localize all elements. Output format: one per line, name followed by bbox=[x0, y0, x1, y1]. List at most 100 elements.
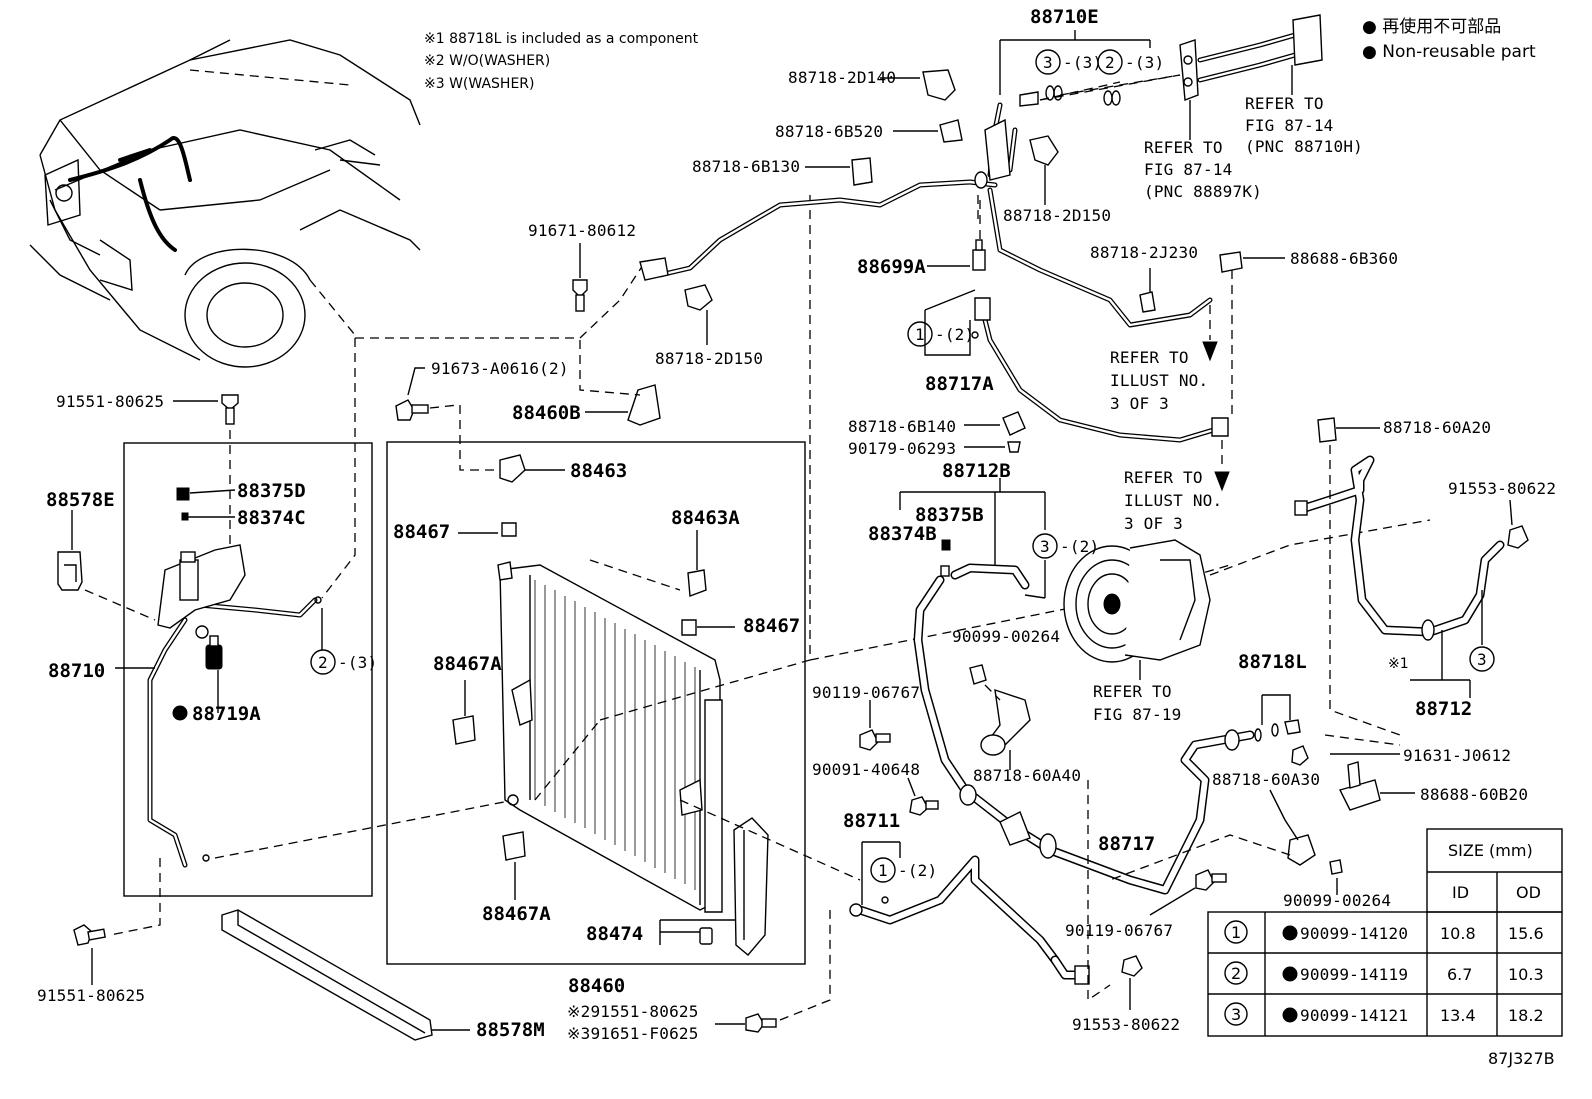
refer-3-line2: ILLUST NO. bbox=[1110, 371, 1208, 390]
callout-88717A bbox=[924, 289, 979, 356]
oring-callouts: 3 -(3) 2 -(3) 1 -(2) 2 -(3) 3 -(2) 1 -(2… bbox=[310, 49, 1495, 883]
label-91551-80625-note2: ※291551-80625 bbox=[567, 1002, 699, 1021]
label-90179-06293: 90179-06293 bbox=[848, 439, 956, 458]
refer-3-line3: 3 OF 3 bbox=[1110, 394, 1169, 413]
orings-88718L bbox=[1254, 694, 1301, 742]
label-91631-J0612: 91631-J0612 bbox=[1403, 746, 1511, 765]
bolt-91673 bbox=[395, 367, 459, 421]
clamp-88688-6B360 bbox=[1219, 251, 1285, 420]
legend-en: ● Non-reusable part bbox=[1362, 42, 1536, 62]
receiver-88474 bbox=[659, 817, 769, 956]
label-88718-60A30: 88718-60A30 bbox=[1212, 770, 1320, 789]
callout-num-3-top: 3 bbox=[1043, 53, 1053, 72]
legend: ● 再使用不可部品 ● Non-reusable part bbox=[1362, 16, 1536, 62]
bolt-91631 bbox=[1291, 745, 1400, 766]
size-row-1-num: 1 bbox=[1231, 923, 1241, 942]
refer-1-line2: FIG 87-14 bbox=[1245, 116, 1334, 135]
label-88717: 88717 bbox=[1098, 833, 1155, 855]
callout-num-1-88717A: 1 bbox=[915, 325, 925, 344]
refer-4-line2: ILLUST NO. bbox=[1124, 491, 1222, 510]
callout-qty-1-88717A: -(2) bbox=[935, 325, 974, 344]
label-91651-F0625-note3: ※391651-F0625 bbox=[567, 1024, 699, 1043]
label-88374B: 88374B bbox=[868, 523, 937, 545]
clamp-88718-60A20 bbox=[1317, 417, 1401, 736]
refer-4-line1: REFER TO bbox=[1124, 468, 1203, 487]
note-2: ※2 W/O(WASHER) bbox=[424, 53, 550, 69]
callout-qty-3-top: -(3) bbox=[1063, 53, 1102, 72]
label-88711: 88711 bbox=[843, 810, 900, 832]
label-88460B: 88460B bbox=[512, 402, 581, 424]
bolt-90119-right bbox=[1149, 869, 1227, 916]
label-91551-80625-bottom: 91551-80625 bbox=[37, 986, 145, 1005]
refer-3-line1: REFER TO bbox=[1110, 348, 1189, 367]
size-row-2-od: 10.3 bbox=[1508, 965, 1544, 984]
label-88718-2D140: 88718-2D140 bbox=[788, 68, 896, 87]
clamp-88718-2D140 bbox=[880, 69, 956, 101]
label-88467A-bottom: 88467A bbox=[482, 903, 551, 925]
receiver-box bbox=[123, 442, 373, 897]
bolt-91553-right bbox=[1507, 499, 1529, 549]
brackets-88463 bbox=[459, 405, 707, 597]
callout-num-2-top: 2 bbox=[1105, 53, 1115, 72]
bolt-91553-bottom bbox=[1121, 955, 1143, 1010]
label-88688-60B20: 88688-60B20 bbox=[1420, 785, 1528, 804]
orings-top bbox=[999, 30, 1151, 106]
label-88718-2D150-top: 88718-2D150 bbox=[1003, 206, 1111, 225]
bracket-88460B bbox=[579, 340, 661, 426]
callout-88712 bbox=[1410, 600, 1483, 698]
bracket-88718-60A30 bbox=[1109, 789, 1343, 895]
label-88467-right: 88467 bbox=[743, 615, 800, 637]
label-88712B: 88712B bbox=[942, 460, 1011, 482]
note-1: ※1 88718L is included as a component bbox=[424, 31, 699, 47]
size-row-3-od: 18.2 bbox=[1508, 1006, 1544, 1025]
refer-2-line1: REFER TO bbox=[1144, 138, 1223, 157]
clamp-88718-6B130 bbox=[805, 157, 873, 186]
suction-hose-88717 bbox=[913, 575, 1255, 895]
clamp-88718-6B140 bbox=[964, 411, 1026, 453]
pipe-88710H bbox=[1179, 14, 1323, 140]
callout-qty-1-88711: -(2) bbox=[898, 861, 937, 880]
size-table-col-id: ID bbox=[1452, 883, 1469, 902]
refer-labels: REFER TO FIG 87-14 (PNC 88710H) REFER TO… bbox=[1093, 94, 1363, 724]
size-row-2-num: 2 bbox=[1231, 964, 1241, 983]
refer-1-line1: REFER TO bbox=[1245, 94, 1324, 113]
label-91673-A0616: 91673-A0616(2) bbox=[431, 359, 569, 378]
clamp-88718-2J230 bbox=[1139, 268, 1156, 313]
label-90091-40648: 90091-40648 bbox=[812, 760, 920, 779]
figure-code: 87J327B bbox=[1488, 1049, 1555, 1068]
size-table-col-od: OD bbox=[1516, 883, 1541, 902]
label-90119-06767-right: 90119-06767 bbox=[1065, 921, 1173, 940]
size-row-1-id: 10.8 bbox=[1440, 924, 1476, 943]
label-88688-6B360: 88688-6B360 bbox=[1290, 249, 1398, 268]
condenser-88460 bbox=[497, 561, 723, 913]
callout-num-2-left: 2 bbox=[318, 653, 328, 672]
label-88712-note: ※1 bbox=[1388, 656, 1409, 672]
pressure-switch-bracket bbox=[157, 487, 246, 670]
refer-2-line2: FIG 87-14 bbox=[1144, 160, 1233, 179]
size-row-1-part: 90099-14120 bbox=[1300, 924, 1408, 943]
brackets-88467A bbox=[452, 680, 526, 900]
label-88374C: 88374C bbox=[237, 507, 306, 529]
size-row-3-part: 90099-14121 bbox=[1300, 1006, 1408, 1025]
refer-4-line3: 3 OF 3 bbox=[1124, 514, 1183, 533]
vehicle-illustration bbox=[29, 39, 421, 368]
callout-num-3-88712B: 3 bbox=[1040, 537, 1050, 556]
refer-5-line2: FIG 87-19 bbox=[1093, 705, 1182, 724]
note-3: ※3 W(WASHER) bbox=[424, 76, 535, 92]
hose-88712B bbox=[940, 539, 1030, 590]
label-91553-80622-bottom: 91553-80622 bbox=[1072, 1015, 1180, 1034]
clamp-88718-2D150-top bbox=[1029, 135, 1059, 205]
label-88467A-top: 88467A bbox=[433, 653, 502, 675]
label-88463A: 88463A bbox=[671, 507, 740, 529]
size-row-3-num: 3 bbox=[1231, 1005, 1241, 1024]
label-88718-60A20: 88718-60A20 bbox=[1383, 418, 1491, 437]
callout-qty-2-left: -(3) bbox=[338, 653, 377, 672]
label-88718-2D150-mid: 88718-2D150 bbox=[655, 349, 763, 368]
label-88375D: 88375D bbox=[237, 480, 306, 502]
callout-qty-3-88712B: -(2) bbox=[1060, 537, 1099, 556]
refer-5-line1: REFER TO bbox=[1093, 682, 1172, 701]
cushions-88467 bbox=[458, 522, 735, 636]
seal-88578M bbox=[221, 909, 470, 1041]
callout-88712B bbox=[899, 478, 1046, 599]
